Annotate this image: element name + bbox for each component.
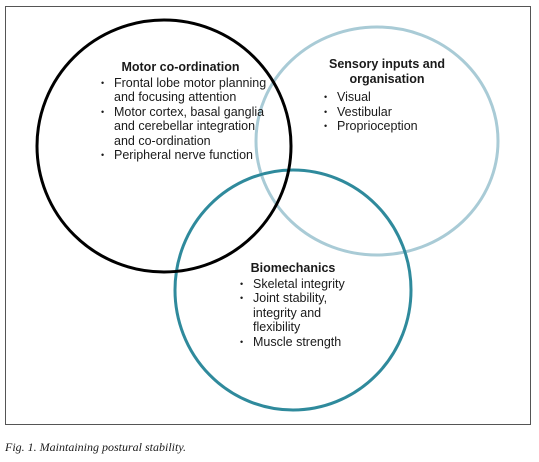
list-item: Visual (322, 90, 452, 105)
list-item: Vestibular (322, 105, 452, 120)
list-item: Frontal lobe motor planning and focusing… (99, 76, 274, 105)
list-item: Motor cortex, basal ganglia and cerebell… (99, 105, 274, 149)
biomechanics-block: Biomechanics Skeletal integrity Joint st… (238, 261, 358, 349)
motor-circle (35, 18, 293, 274)
figure-caption: Fig. 1. Maintaining postural stability. (5, 440, 187, 454)
biomechanics-circle (173, 168, 413, 412)
motor-coordination-block: Motor co-ordination Frontal lobe motor p… (99, 60, 274, 163)
list-item: Muscle strength (238, 335, 358, 350)
biomechanics-list: Skeletal integrity Joint stability, inte… (238, 277, 358, 350)
motor-coordination-heading: Motor co-ordination (121, 60, 240, 74)
list-item: Proprioception (322, 119, 452, 134)
sensory-inputs-block: Sensory inputs and organisation Visual V… (322, 57, 452, 134)
sensory-inputs-list: Visual Vestibular Proprioception (322, 90, 452, 134)
list-item: Skeletal integrity (238, 277, 358, 292)
list-item: Joint stability, integrity and flexibili… (238, 291, 358, 335)
motor-coordination-list: Frontal lobe motor planning and focusing… (99, 76, 274, 163)
list-item: Peripheral nerve function (99, 148, 274, 163)
sensory-inputs-heading: Sensory inputs and organisation (329, 57, 445, 86)
biomechanics-heading: Biomechanics (250, 261, 336, 275)
